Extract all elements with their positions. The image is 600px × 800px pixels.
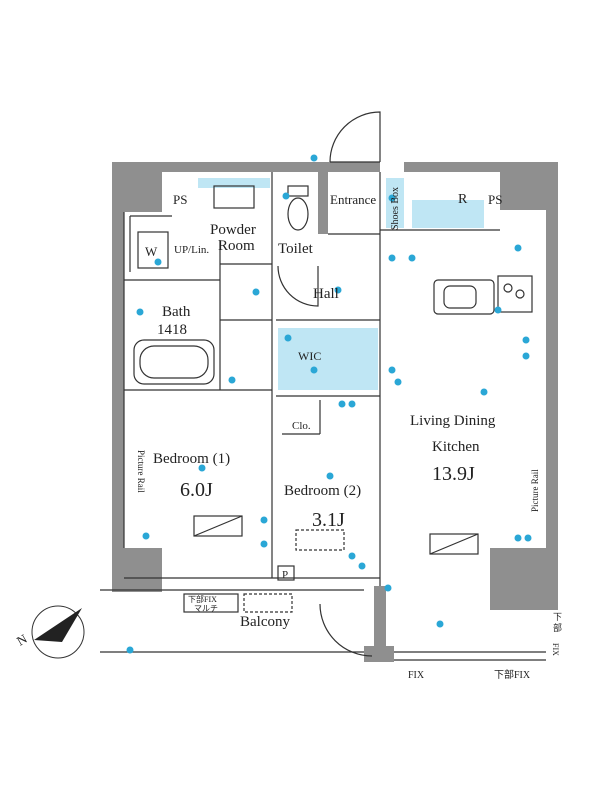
entrance-highlight bbox=[412, 200, 484, 228]
fix-bottom-label: FIX bbox=[408, 670, 425, 681]
powder-shelf-highlight bbox=[198, 178, 270, 188]
bed-marker-1 bbox=[193, 515, 243, 537]
balcony-note-2: マルチ bbox=[194, 604, 218, 613]
fix-bottom-lower-label: 下部FIX bbox=[494, 668, 531, 681]
outer-walls bbox=[112, 162, 558, 662]
bathtub bbox=[133, 339, 215, 385]
bedroom2-label: Bedroom (2) bbox=[284, 483, 361, 499]
burner-icon bbox=[503, 283, 513, 293]
bedroom2-size-label: 3.1J bbox=[312, 509, 345, 531]
interior-walls bbox=[100, 172, 546, 661]
p-label: P bbox=[282, 569, 288, 581]
bed-marker-2 bbox=[295, 529, 345, 551]
refrigerator-label: R bbox=[458, 192, 468, 207]
balcony-door bbox=[319, 603, 373, 657]
fix-side-label-3: FIX bbox=[551, 643, 560, 656]
up-lin-label: UP/Lin. bbox=[174, 244, 209, 256]
wic-label: WIC bbox=[298, 349, 321, 363]
cooktop bbox=[497, 275, 533, 313]
shoes-box-label: Shoes Box bbox=[390, 187, 401, 230]
fix-side-label-1: 下 bbox=[553, 612, 562, 622]
picture-rail-right-label: Picture Rail bbox=[530, 469, 540, 512]
burner-icon bbox=[515, 289, 525, 299]
bathtub-inner bbox=[139, 345, 209, 379]
balcony-ac-box bbox=[243, 593, 293, 613]
closet-label: Clo. bbox=[292, 420, 311, 432]
entrance-door bbox=[329, 111, 381, 163]
kitchen-basin bbox=[443, 285, 477, 309]
balcony-note-1: 下部FIX bbox=[188, 594, 217, 604]
fix-side-label-2: 部 bbox=[553, 622, 562, 633]
outlet-markers bbox=[126, 154, 532, 654]
ldk-label-1: Living Dining bbox=[410, 413, 496, 429]
north-arrow bbox=[31, 605, 85, 659]
ldk-size-label: 13.9J bbox=[432, 463, 475, 485]
north-label: N bbox=[14, 631, 30, 649]
hall-door bbox=[277, 265, 319, 307]
p-box bbox=[277, 565, 295, 581]
balcony-note-box bbox=[183, 593, 239, 613]
ldk-label-2: Kitchen bbox=[432, 439, 480, 455]
powder-room-label-1: Powder bbox=[210, 222, 256, 238]
bath-size-label: 1418 bbox=[157, 322, 187, 338]
hall-label: Hall bbox=[313, 286, 339, 302]
entrance-label: Entrance bbox=[330, 192, 376, 207]
picture-rail-left-label: Picture Rail bbox=[136, 450, 146, 493]
toilet-label: Toilet bbox=[278, 241, 314, 257]
bath-label: Bath bbox=[162, 304, 191, 320]
toilet-tank bbox=[287, 185, 309, 197]
powder-sink bbox=[213, 185, 255, 209]
washer-label: W bbox=[145, 244, 158, 259]
kitchen-sink bbox=[433, 279, 495, 315]
ps-right-label: PS bbox=[488, 192, 502, 207]
shoes-box-highlight bbox=[386, 178, 404, 228]
powder-room-label-2: Room bbox=[218, 238, 255, 254]
ldk-marker bbox=[429, 533, 479, 555]
bedroom1-size-label: 6.0J bbox=[180, 479, 213, 501]
balcony-label: Balcony bbox=[240, 614, 290, 630]
washer-box bbox=[137, 231, 169, 269]
bedroom1-label: Bedroom (1) bbox=[153, 451, 230, 467]
wic-highlight bbox=[278, 328, 378, 390]
ps-left-label: PS bbox=[173, 192, 187, 207]
toilet-bowl bbox=[287, 197, 309, 231]
